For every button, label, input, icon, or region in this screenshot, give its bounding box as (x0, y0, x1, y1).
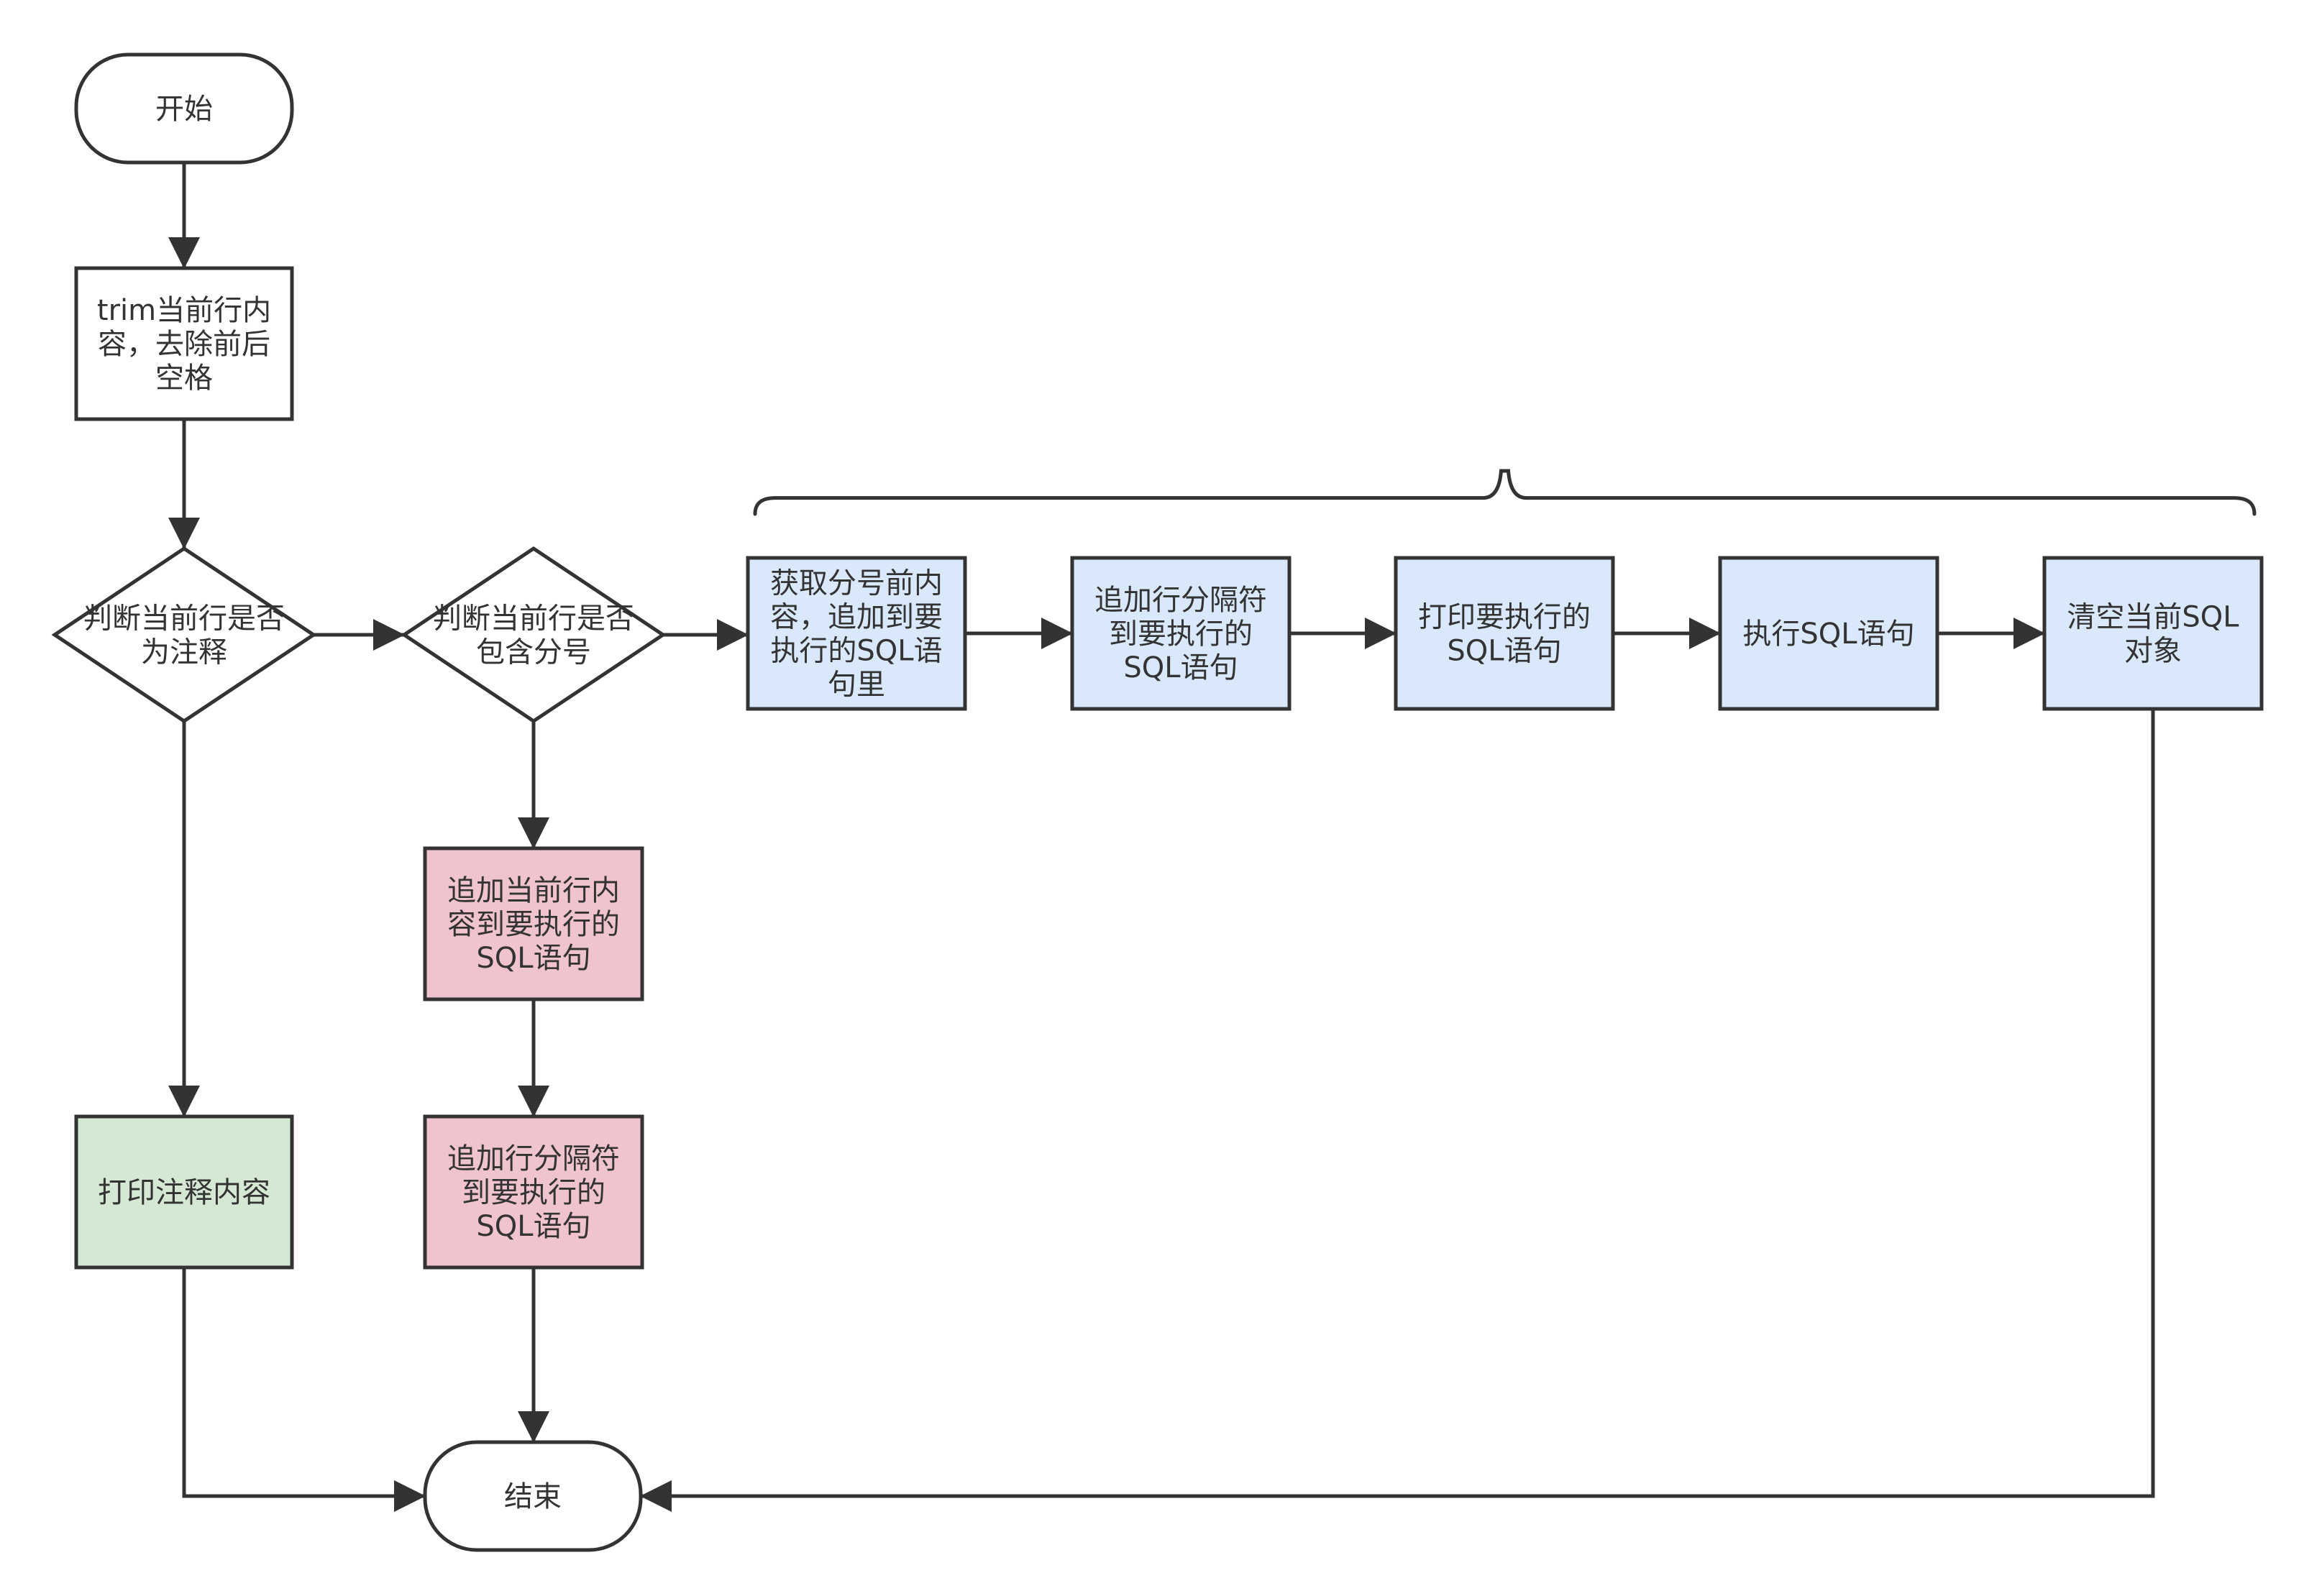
node-label-line: 获取分号前内 (770, 567, 943, 600)
node-label-line: 追加行分隔符 (447, 1142, 620, 1175)
curly-brace-annotation (753, 469, 2257, 516)
node-label-line: 追加当前行内 (447, 874, 620, 907)
node-shape (423, 846, 644, 1001)
node-label-line: 判断当前行是否 (433, 602, 634, 636)
node-print-comment[interactable]: 打印注释内容 (74, 1114, 294, 1270)
node-trim[interactable]: trim当前行内容，去除前后空格 (74, 266, 294, 421)
node-label-line: 容，追加到要 (770, 601, 943, 634)
nodes: 开始trim当前行内容，去除前后空格判断当前行是否为注释判断当前行是否包含分号获… (51, 52, 2264, 1552)
node-label: 开始 (155, 93, 213, 126)
node-label-line: 容，去除前后 (98, 328, 270, 361)
node-label-line: SQL语句 (476, 1210, 590, 1243)
node-label-line: SQL语句 (476, 942, 590, 975)
node-label-line: 为注释 (141, 636, 227, 669)
node-label-line: 结束 (504, 1480, 562, 1513)
node-label-line: SQL语句 (1123, 651, 1238, 684)
node-shape (423, 1114, 644, 1270)
node-label-line: 句里 (828, 669, 885, 702)
node-label-line: 打印要执行的 (1418, 601, 1591, 634)
node-end[interactable]: 结束 (423, 1440, 643, 1552)
node-label-line: 到要执行的 (462, 1176, 605, 1209)
node-label-line: 执行的SQL语 (770, 635, 942, 668)
node-shape (51, 546, 317, 724)
node-label: trim当前行内容，去除前后空格 (97, 294, 271, 395)
node-label-line: 开始 (155, 93, 213, 126)
node-label-line: trim当前行内 (97, 294, 271, 327)
node-shape (74, 1114, 294, 1270)
node-label: 结束 (504, 1480, 562, 1513)
node-shape (401, 546, 667, 724)
node-shape (423, 1440, 643, 1552)
edge-print_comment-to-end (182, 1267, 426, 1513)
node-label-line: 对象 (2124, 635, 2182, 668)
node-label-line: 清空当前SQL (2067, 601, 2239, 634)
node-label-line: 容到要执行的 (447, 908, 620, 941)
edge-clear_sql-to-end (639, 709, 2155, 1512)
node-shape (2042, 556, 2264, 711)
node-label-line: 打印注释内容 (98, 1176, 270, 1209)
node-shape (746, 556, 967, 711)
node-label-line: 包含分号 (476, 636, 591, 669)
node-label: 判断当前行是否为注释 (83, 602, 285, 669)
node-label: 获取分号前内容，追加到要执行的SQL语句里 (770, 567, 943, 702)
node-shape (1718, 556, 1939, 711)
node-is-comment[interactable]: 判断当前行是否为注释 (51, 546, 317, 724)
node-label: 执行SQL语句 (1742, 618, 1914, 651)
node-label-line: SQL语句 (1447, 635, 1561, 668)
node-get-before-semicolon[interactable]: 获取分号前内容，追加到要执行的SQL语句里 (746, 556, 967, 711)
node-shape (74, 52, 294, 165)
node-shape (74, 266, 294, 421)
node-label-line: 空格 (155, 362, 213, 395)
node-execute-sql[interactable]: 执行SQL语句 (1718, 556, 1939, 711)
node-label-line: 追加行分隔符 (1094, 584, 1267, 617)
edges (168, 162, 2155, 1513)
node-shape (1394, 556, 1615, 711)
node-label-line: 判断当前行是否 (83, 602, 285, 636)
node-label: 判断当前行是否包含分号 (433, 602, 634, 669)
annotations (753, 469, 2257, 516)
node-shape (1070, 556, 1292, 711)
node-start[interactable]: 开始 (74, 52, 294, 165)
node-label-line: 执行SQL语句 (1742, 618, 1914, 651)
node-label-line: 到要执行的 (1109, 618, 1253, 651)
node-label: 打印注释内容 (98, 1176, 270, 1209)
node-has-semicolon[interactable]: 判断当前行是否包含分号 (401, 546, 667, 724)
